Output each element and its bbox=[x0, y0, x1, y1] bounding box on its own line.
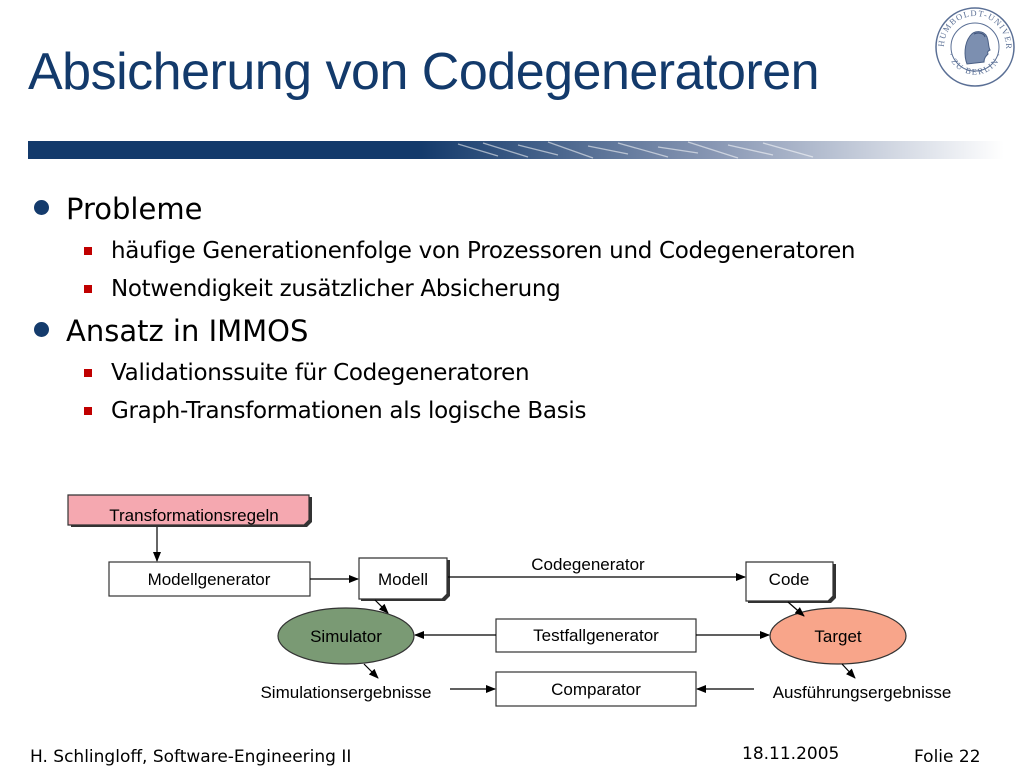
simulationsergebnisse-label: Simulationsergebnisse bbox=[260, 683, 431, 702]
modellgenerator-node: Modellgenerator bbox=[108, 561, 311, 597]
bullet-dot-icon bbox=[34, 322, 49, 337]
bullet-square-icon bbox=[84, 369, 92, 377]
code-node: Code bbox=[745, 561, 836, 603]
ausfuehrungsergebnisse-label: Ausführungsergebnisse bbox=[773, 683, 952, 702]
bullet-level1: Ansatz in IMMOS bbox=[34, 313, 309, 349]
modell-node: Modell bbox=[358, 557, 450, 601]
footer-slide-number: Folie 22 bbox=[914, 747, 981, 767]
testfallgenerator-label: Testfallgenerator bbox=[533, 626, 659, 645]
transformationsregeln-label: Transformationsregeln bbox=[109, 506, 278, 525]
bullet-square-icon bbox=[84, 247, 92, 255]
title-divider-bar bbox=[28, 141, 1004, 159]
modellgenerator-label: Modellgenerator bbox=[148, 570, 271, 589]
target-node: Target bbox=[769, 607, 907, 665]
simulator-label: Simulator bbox=[310, 627, 382, 646]
university-seal-logo: HUMBOLDT-UNIVERSITÄT · ZU BERLIN · bbox=[934, 6, 1015, 87]
bullet-level2: häufige Generationenfolge von Prozessore… bbox=[84, 236, 856, 266]
bullet-level2: Graph-Transformationen als logische Basi… bbox=[84, 396, 587, 426]
validation-suite-diagram: Transformationsregeln Modellgenerator Mo… bbox=[67, 494, 952, 707]
bullet-level2: Notwendigkeit zusätzlicher Absicherung bbox=[84, 274, 561, 304]
bullet-list: Probleme häufige Generationenfolge von P… bbox=[34, 191, 856, 426]
target-label: Target bbox=[814, 627, 862, 646]
comparator-label: Comparator bbox=[551, 680, 641, 699]
arrow-modell-to-simulator bbox=[374, 599, 389, 614]
footer-author: H. Schlingloff, Software-Engineering II bbox=[30, 747, 352, 767]
bullet-dot-icon bbox=[34, 200, 49, 215]
bullet-text: häufige Generationenfolge von Prozessore… bbox=[111, 238, 856, 264]
bullet-text: Graph-Transformationen als logische Basi… bbox=[111, 398, 587, 424]
bullet-text: Probleme bbox=[66, 192, 203, 226]
bullet-square-icon bbox=[84, 407, 92, 415]
slide-title: Absicherung von Codegeneratoren bbox=[28, 43, 820, 101]
transformationsregeln-node: Transformationsregeln bbox=[67, 494, 312, 527]
testfallgenerator-node: Testfallgenerator bbox=[495, 618, 697, 653]
modell-label: Modell bbox=[378, 570, 428, 589]
footer-date: 18.11.2005 bbox=[742, 744, 840, 764]
arrow-target-to-results bbox=[841, 663, 856, 679]
bullet-text: Validationssuite für Codegeneratoren bbox=[111, 360, 530, 386]
bullet-text: Ansatz in IMMOS bbox=[66, 314, 309, 348]
bullet-square-icon bbox=[84, 285, 92, 293]
arrow-simulator-to-results bbox=[363, 663, 379, 679]
bullet-level1: Probleme bbox=[34, 191, 203, 227]
codegenerator-label: Codegenerator bbox=[531, 555, 645, 574]
arrow-code-to-target bbox=[787, 601, 805, 617]
code-label: Code bbox=[769, 570, 810, 589]
bullet-text: Notwendigkeit zusätzlicher Absicherung bbox=[111, 276, 561, 302]
bullet-level2: Validationssuite für Codegeneratoren bbox=[84, 358, 530, 388]
comparator-node: Comparator bbox=[495, 671, 697, 707]
simulator-node: Simulator bbox=[277, 607, 415, 665]
